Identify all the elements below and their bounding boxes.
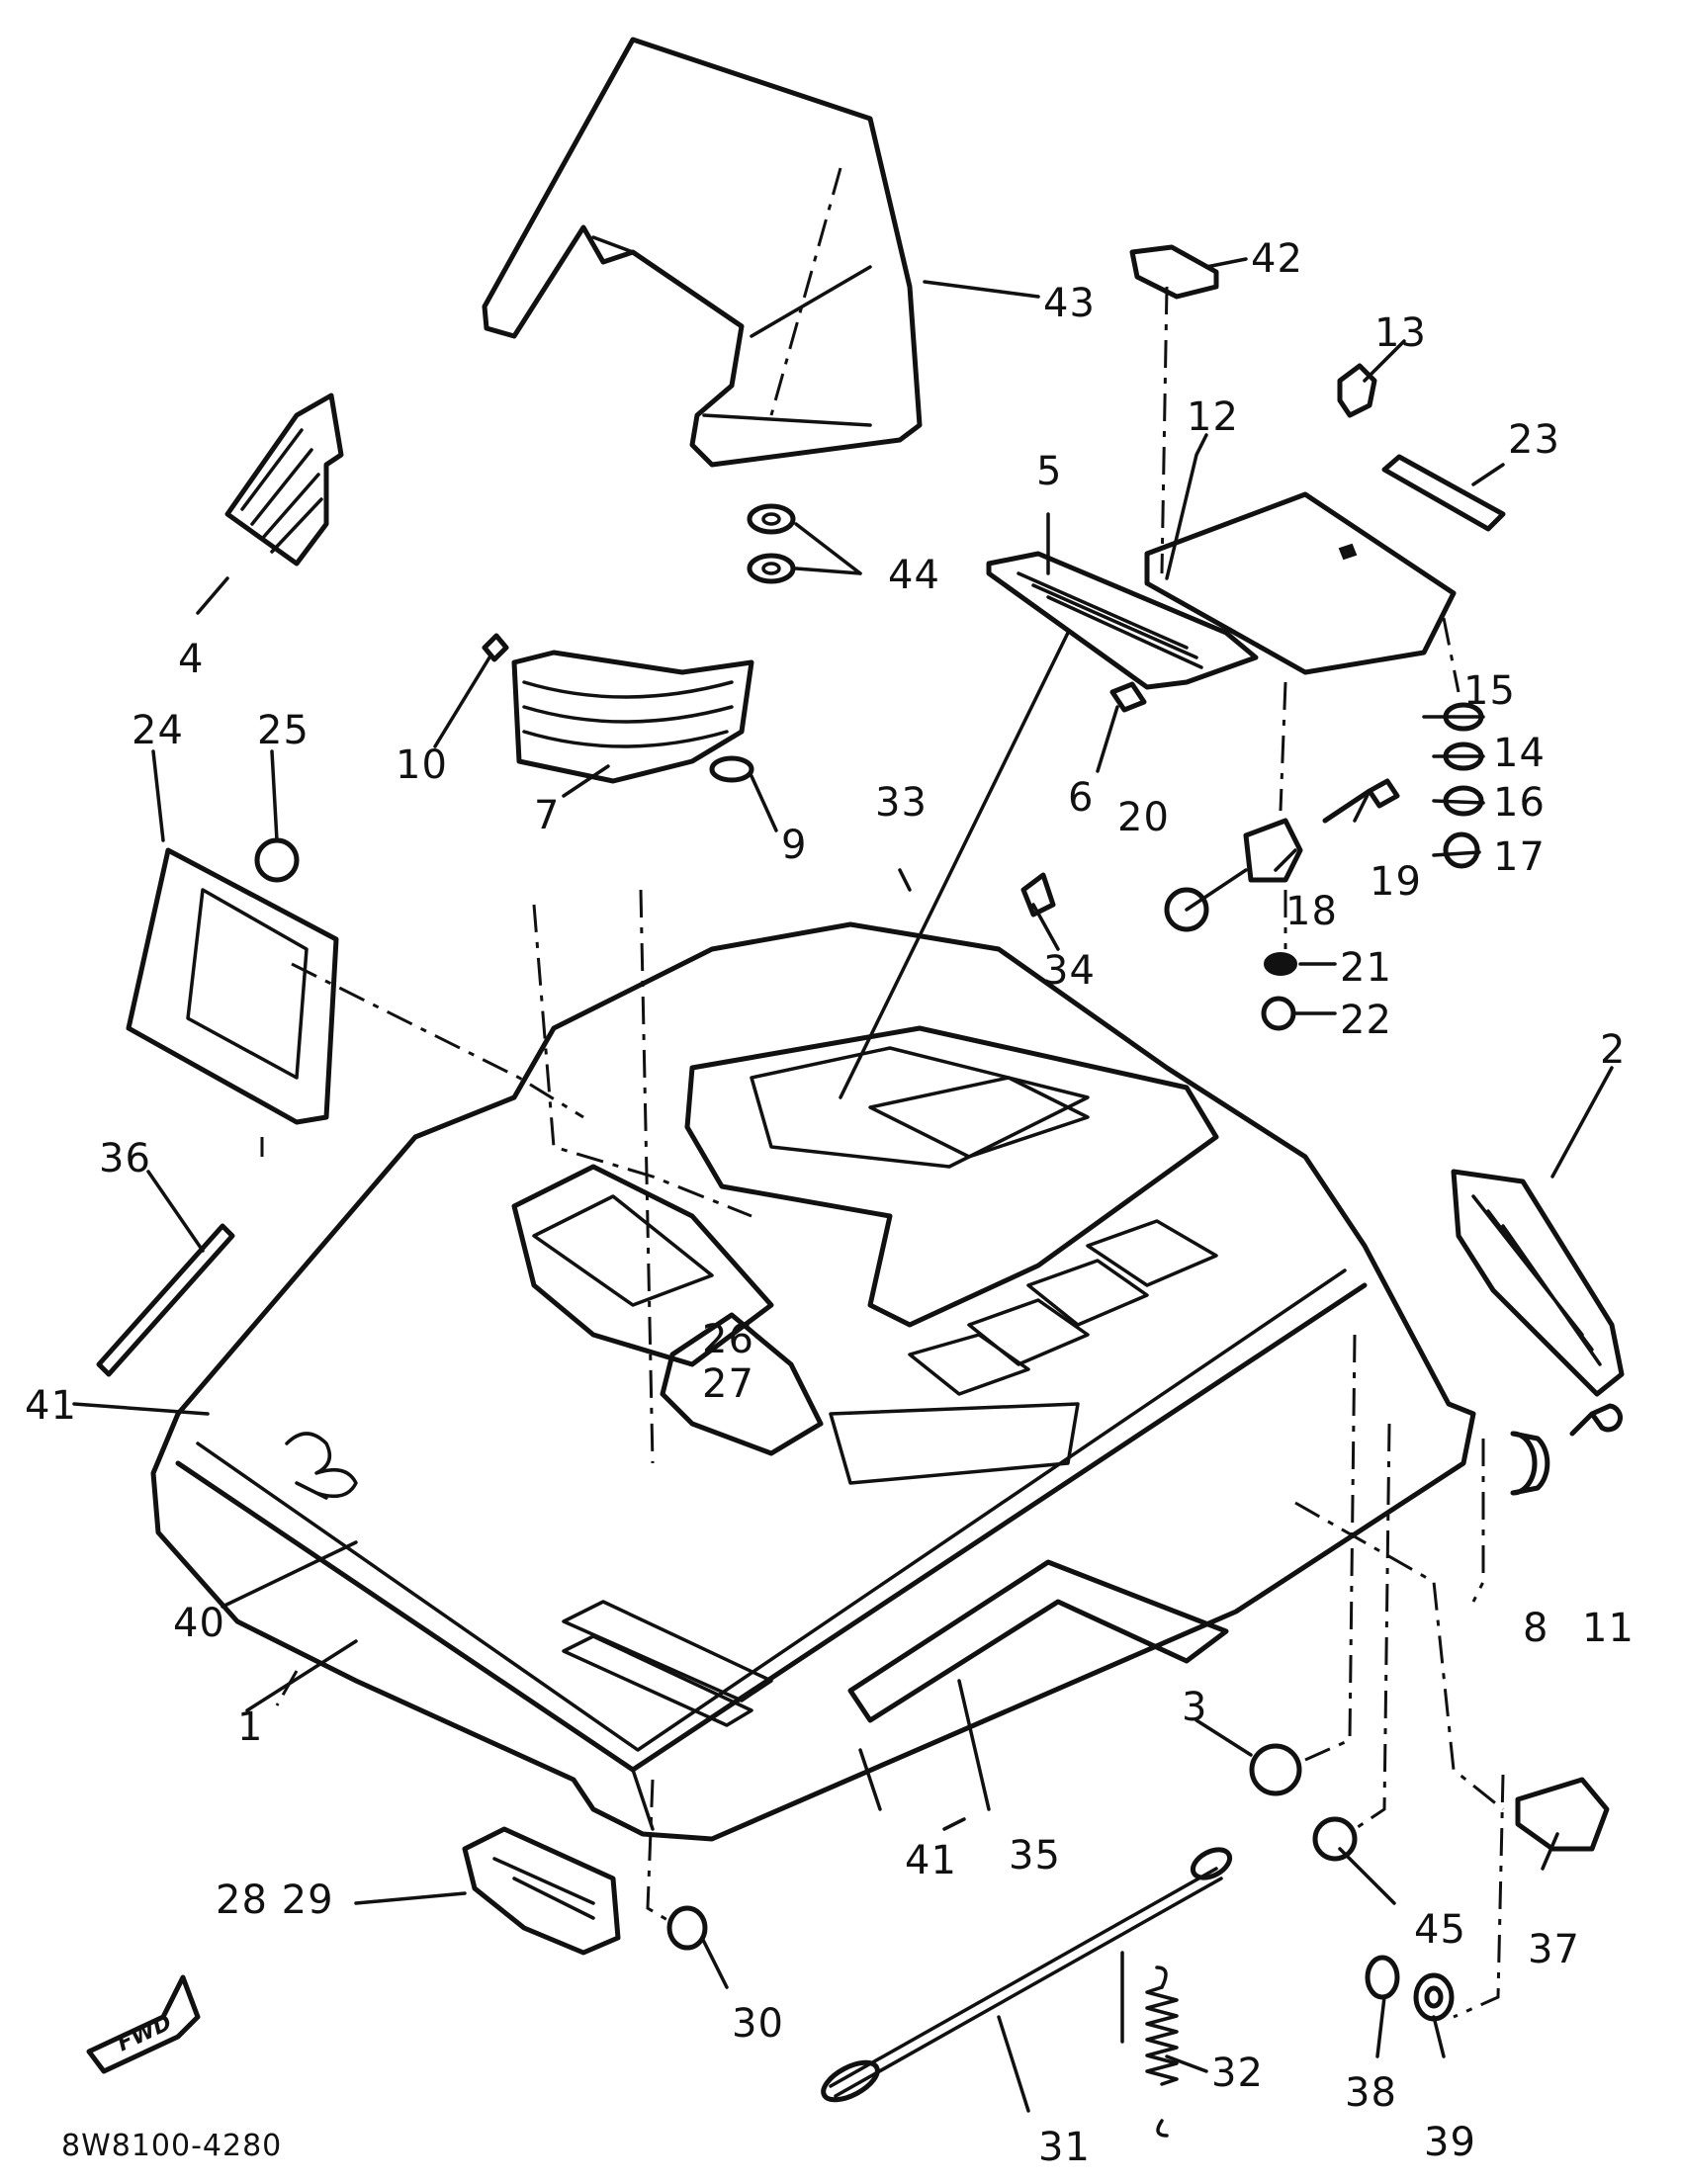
- callout-12: 12: [1187, 394, 1239, 440]
- windshield-part-43: [482, 37, 923, 468]
- fasteners-right-stack: [254, 633, 1484, 1031]
- vent-louver-part-7: [511, 650, 754, 784]
- callout-19: 19: [1370, 859, 1422, 905]
- callout-24: 24: [132, 708, 184, 753]
- callout-3: 3: [1182, 1685, 1207, 1730]
- clip-part-10: [482, 633, 509, 662]
- grommet-part-30: [666, 1905, 708, 1951]
- callout-26: 26: [702, 1317, 754, 1362]
- spring-part-32: [1145, 1966, 1179, 2138]
- grommet-part-20: [1164, 887, 1209, 932]
- nut-part-21: [1264, 952, 1297, 976]
- callout-33: 33: [875, 780, 928, 826]
- callout-30: 30: [732, 2001, 784, 2047]
- gasket-part-42: [1129, 244, 1219, 300]
- callout-23: 23: [1508, 417, 1560, 463]
- cowl-recess: [660, 1312, 824, 1456]
- bracket-part-18: [1243, 818, 1303, 883]
- grommet-part-9: [709, 755, 754, 783]
- callout-21: 21: [1340, 945, 1392, 991]
- callout-15: 15: [1463, 668, 1516, 714]
- callout-4: 4: [178, 637, 204, 682]
- callout-6: 6: [1068, 775, 1094, 821]
- washer-part-22: [1261, 996, 1296, 1031]
- nut-part-17: [1443, 831, 1480, 869]
- bushing-part-8: [1510, 1431, 1550, 1496]
- callout-41b: 41: [905, 1838, 957, 1883]
- washers-part-44: [747, 503, 796, 584]
- hinge-part-28-29: [462, 1826, 621, 1956]
- callout-13: 13: [1374, 310, 1427, 356]
- callout-37: 37: [1528, 1927, 1580, 1972]
- callout-20: 20: [1117, 795, 1170, 840]
- callout-28-29: 28 29: [216, 1878, 334, 1923]
- callout-8: 8: [1523, 1606, 1548, 1651]
- bolt-part-11: [1569, 1403, 1623, 1437]
- drawing-code: 8W8100-4280: [61, 2129, 282, 2163]
- callout-40: 40: [173, 1601, 225, 1646]
- callout-10: 10: [396, 743, 448, 788]
- small-parts-top-right: [1129, 244, 1506, 532]
- main-hood-part-1: [150, 921, 1476, 1842]
- callout-1: 1: [237, 1704, 263, 1750]
- callout-numbers: 42 43 13 12 23 5 44 4 15 14 16 17 24 25 …: [25, 236, 1635, 2170]
- callout-38: 38: [1345, 2070, 1397, 2116]
- callout-32: 32: [1211, 2051, 1264, 2096]
- callout-25: 25: [257, 708, 310, 753]
- forward-direction-arrow: FWD: [86, 1974, 201, 2074]
- washer-part-38: [1365, 1955, 1400, 2000]
- callout-34: 34: [1043, 948, 1096, 994]
- side-grille-part-2: [1451, 1169, 1625, 1397]
- headlight-frame-part-24: [126, 847, 339, 1125]
- callout-43: 43: [1043, 281, 1096, 326]
- cable-part-31: [821, 1847, 1233, 2103]
- callout-18: 18: [1285, 889, 1338, 934]
- leader-lines: [72, 257, 1614, 2113]
- callout-45: 45: [1414, 1907, 1466, 1953]
- tab-part-34: [1020, 872, 1056, 917]
- callout-5: 5: [1036, 449, 1062, 494]
- grommet-part-3: [1249, 1743, 1302, 1796]
- callout-17: 17: [1493, 834, 1546, 880]
- callout-31: 31: [1038, 2125, 1091, 2170]
- callout-35: 35: [1009, 1833, 1061, 1878]
- grommet-part-25: [254, 837, 300, 883]
- latch-part-37: [1515, 1777, 1610, 1852]
- lower-right-fasteners: [666, 1403, 1623, 2022]
- callout-7: 7: [534, 793, 560, 838]
- grommet-part-45: [1312, 1816, 1358, 1862]
- callout-2: 2: [1600, 1027, 1626, 1073]
- callout-22: 22: [1340, 998, 1392, 1043]
- callout-9: 9: [781, 823, 807, 868]
- callout-16: 16: [1493, 780, 1546, 826]
- callout-36: 36: [99, 1136, 151, 1181]
- callout-11: 11: [1582, 1606, 1635, 1651]
- clip-part-13: [1337, 363, 1377, 418]
- bolt-part-19: [1322, 778, 1400, 824]
- callout-42: 42: [1251, 236, 1303, 282]
- trim-strip-part-36: [96, 1223, 235, 1377]
- callout-27: 27: [702, 1361, 754, 1407]
- callout-14: 14: [1493, 731, 1546, 776]
- washer-part-39: [1413, 1972, 1455, 2022]
- callout-41a: 41: [25, 1383, 77, 1429]
- callout-44: 44: [888, 553, 940, 598]
- alignment-lines: [260, 286, 1505, 2019]
- rod-part-23: [1381, 454, 1506, 532]
- side-grille-part-4: [224, 393, 344, 567]
- cover-plate-part-12: [1144, 491, 1457, 675]
- callout-39: 39: [1424, 2120, 1476, 2165]
- top-vent-part-5: [986, 551, 1259, 690]
- clip-part-6: [1109, 681, 1147, 713]
